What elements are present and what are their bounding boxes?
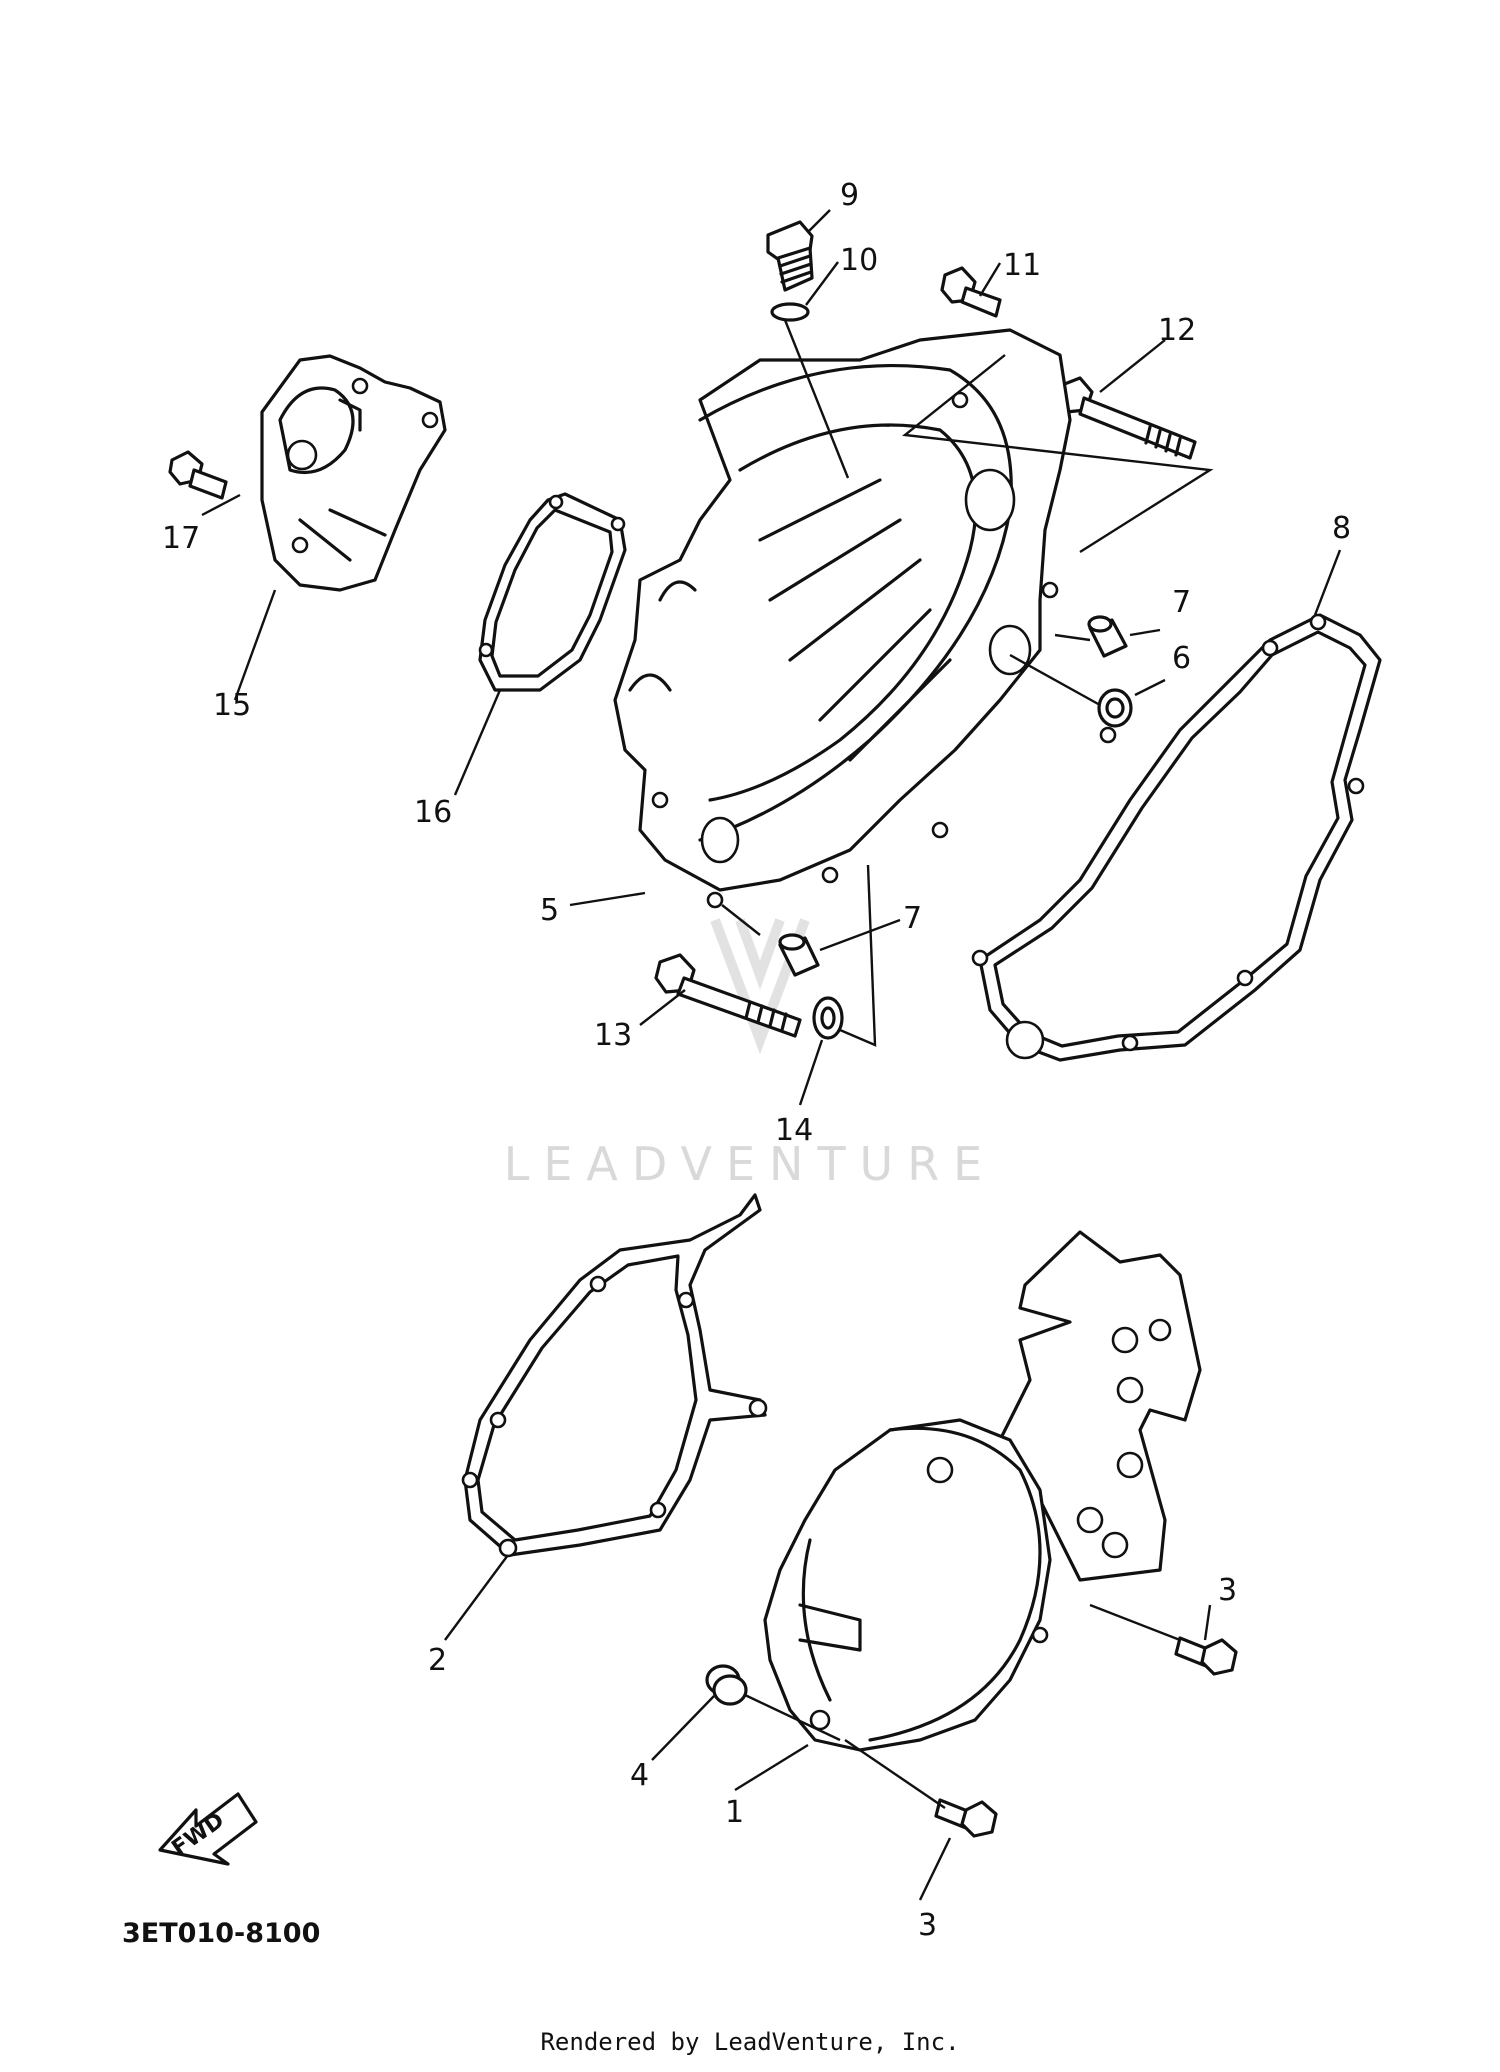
part-9-filler-plug	[766, 220, 814, 292]
part-12-long-bolt	[1056, 376, 1197, 460]
callout-6: 6	[1172, 641, 1191, 676]
callout-15: 15	[213, 688, 251, 723]
part-7-dowel-pin-upper	[1087, 615, 1128, 658]
part-7-dowel-pin-lower	[778, 933, 820, 977]
part-3-bolt-lower	[934, 1798, 998, 1838]
part-3-bolt-right	[1174, 1636, 1238, 1676]
callout-5: 5	[540, 893, 559, 928]
part-8-gasket	[971, 613, 1382, 1062]
diagram-code: 3ET010-8100	[122, 1918, 320, 1949]
callout-1: 1	[725, 1795, 744, 1830]
callout-8: 8	[1332, 511, 1351, 546]
callout-2: 2	[428, 1643, 447, 1678]
callout-17: 17	[162, 521, 200, 556]
part-13-long-bolt	[654, 953, 802, 1038]
callout-7-lower: 7	[903, 901, 922, 936]
leader-lines	[201, 209, 1342, 1901]
part-2-gasket	[461, 1193, 768, 1558]
part-1-generator-cover	[763, 1230, 1202, 1752]
callout-3-lower: 3	[918, 1908, 937, 1943]
callout-7-upper: 7	[1172, 585, 1191, 620]
watermark-text: LEADVENTURE	[504, 1137, 997, 1191]
callout-14: 14	[775, 1113, 813, 1148]
callout-9: 9	[840, 178, 859, 213]
callout-10: 10	[840, 243, 878, 278]
part-10-o-ring	[770, 302, 810, 322]
part-11-bolt	[940, 266, 1002, 318]
part-17-bolt	[168, 450, 228, 500]
part-6-seal	[1097, 688, 1133, 728]
callout-4: 4	[630, 1758, 649, 1793]
callout-3-right: 3	[1218, 1573, 1237, 1608]
part-14-washer	[812, 996, 844, 1040]
footer-credit: Rendered by LeadVenture, Inc.	[540, 2028, 959, 2056]
callout-13: 13	[594, 1018, 632, 1053]
callout-labels: 9 10 11 12 17 15 16 8 7 6 5 7 13 14 2 3 …	[162, 178, 1351, 1943]
callout-11: 11	[1003, 248, 1041, 283]
callout-12: 12	[1158, 313, 1196, 348]
part-4-grommet	[705, 1664, 748, 1706]
callout-16: 16	[414, 795, 452, 830]
part-15-sub-cover	[260, 354, 447, 592]
part-16-gasket	[478, 492, 627, 692]
part-5-crankcase-cover	[613, 328, 1072, 909]
fwd-arrow-icon: FWD	[158, 1792, 258, 1866]
